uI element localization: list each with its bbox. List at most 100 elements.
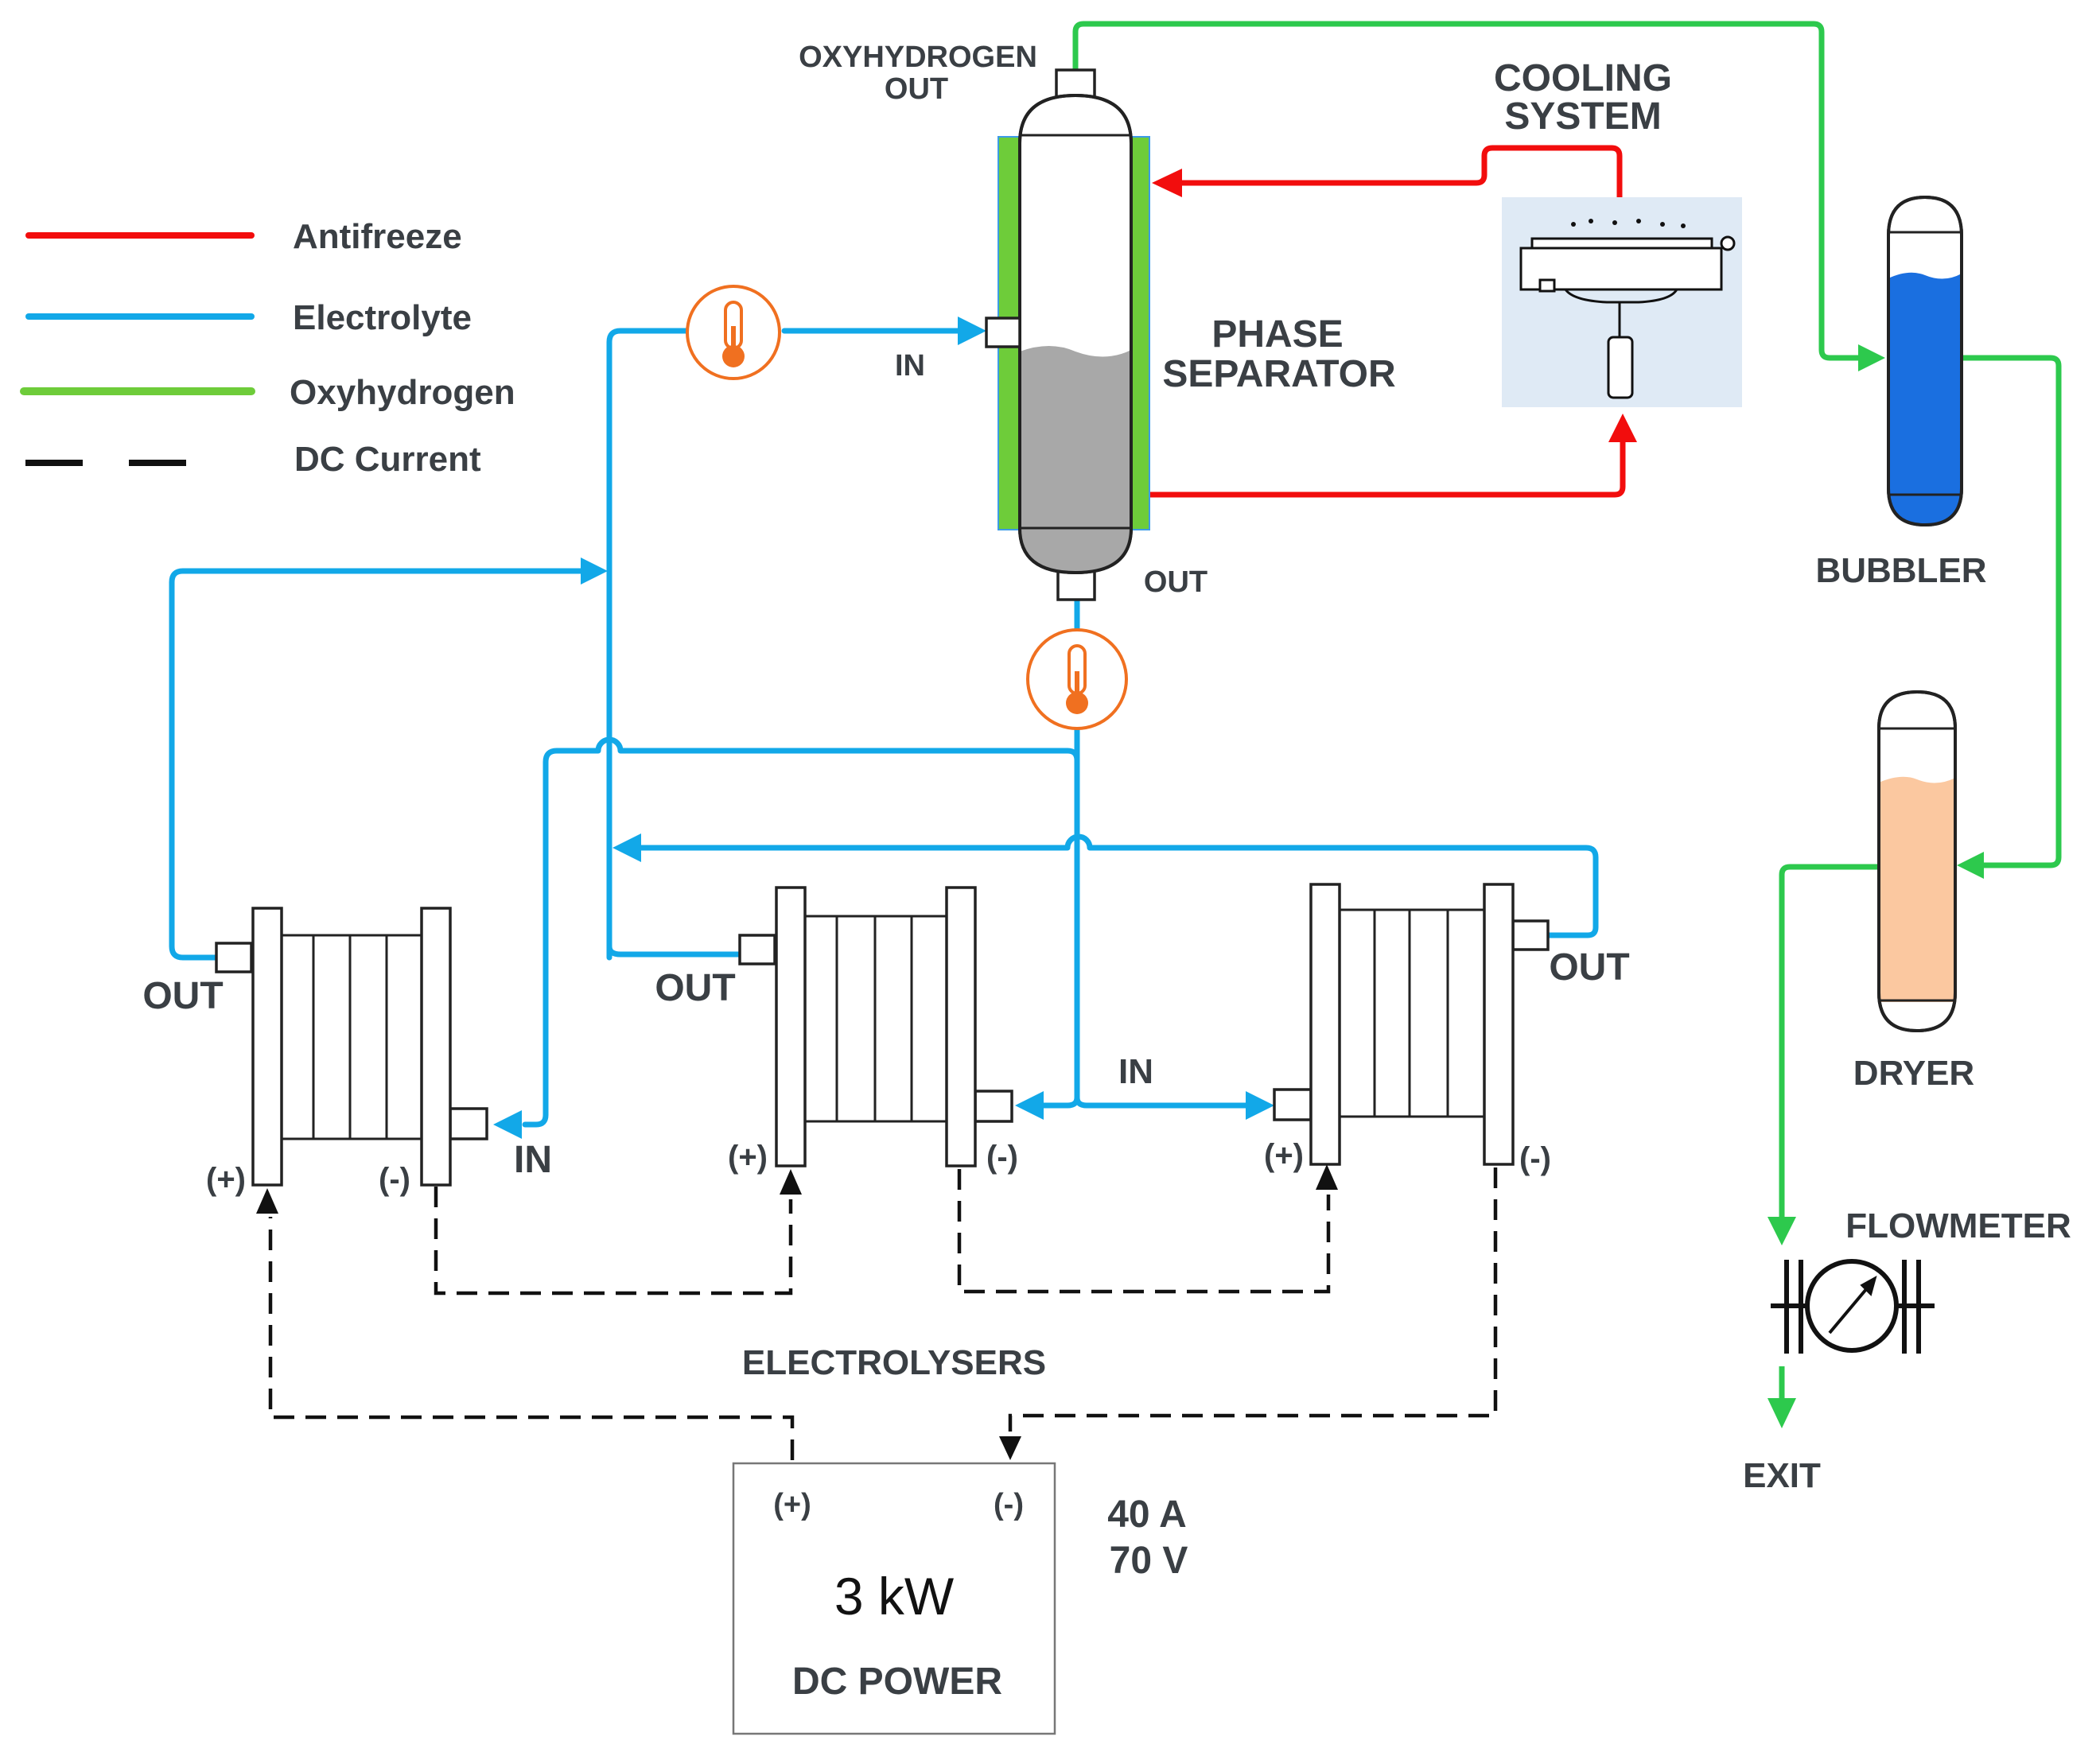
el1-cathode-plate xyxy=(420,907,452,1187)
antifreeze-separator-arrow xyxy=(1152,169,1182,197)
cooling-system xyxy=(1502,197,1742,407)
power-rating-label: 3 kW xyxy=(834,1567,955,1626)
thermometer-top xyxy=(686,285,781,380)
electrolyte-feed-arrow xyxy=(958,317,986,345)
supply-plus-label: (+) xyxy=(773,1488,811,1521)
el1-in-label: IN xyxy=(514,1139,552,1181)
electrolyte-lines xyxy=(169,317,1599,1139)
electrolyte-main-riser xyxy=(606,328,689,961)
electrolyte-el1-in-arrow xyxy=(493,1110,522,1139)
el2-minus-label: (-) xyxy=(986,1140,1018,1175)
dc-el2-plus-arrow xyxy=(780,1169,802,1195)
thermometer-bulb xyxy=(1066,692,1088,714)
cooling-fan-dots xyxy=(1571,219,1686,228)
phase-separator xyxy=(985,68,1150,601)
antifreeze-return-line xyxy=(1182,145,1623,199)
dc-power-label: DC POWER xyxy=(792,1661,1002,1703)
el3-out-port xyxy=(1511,919,1550,951)
electrolyte-el2-in-line xyxy=(1040,1094,1080,1109)
el1-stack xyxy=(280,934,423,1140)
el2-out-port xyxy=(738,934,776,965)
el3-plus-label: (+) xyxy=(1264,1138,1304,1173)
electrolyte-el3-out-line xyxy=(638,833,1599,938)
thermometer-bulb xyxy=(722,345,745,367)
antifreeze-lines xyxy=(1150,145,1637,498)
dc-supply-minus-arrow xyxy=(999,1436,1021,1460)
electrolyte-el3-in-arrow xyxy=(1246,1091,1274,1120)
legend: Antifreeze Electrolyte Oxyhydrogen DC Cu… xyxy=(20,217,515,479)
legend-antifreeze-label: Antifreeze xyxy=(293,217,462,256)
oxy-dryer-arrow xyxy=(1957,852,1984,879)
flowmeter-gauge-icon xyxy=(1771,1259,1935,1354)
el1-minus-label: (-) xyxy=(379,1162,410,1197)
bubbler-outline xyxy=(1887,195,1963,527)
electrolyser-3 xyxy=(1273,883,1550,1166)
electrolyte-el1-out-line xyxy=(169,568,585,961)
cooling-fan-icon xyxy=(1519,235,1736,399)
phase-separator-label-2: SEPARATOR xyxy=(1162,353,1395,395)
voltage-rating-label: 70 V xyxy=(1110,1540,1188,1582)
electrolyte-el3-in-line xyxy=(1074,1094,1249,1109)
electrolyser-2 xyxy=(738,886,1013,1167)
electrolyte-el3-out-arrow xyxy=(612,833,641,862)
separator-in-label: IN xyxy=(895,349,925,383)
el1-out-port xyxy=(215,942,253,973)
dc-el2-el3-link xyxy=(957,1169,1331,1294)
electrolyte-el2-out-line xyxy=(606,943,741,958)
oxy-to-dryer-line xyxy=(1963,355,2062,868)
electrolyser-1 xyxy=(215,907,488,1187)
el2-plus-label: (+) xyxy=(728,1140,768,1175)
supply-minus-label: (-) xyxy=(994,1488,1024,1521)
dc-el1-plus-arrow xyxy=(256,1188,278,1214)
oxyhydrogen-lines xyxy=(1072,21,2062,1428)
dc-el3-plus-arrow xyxy=(1316,1164,1338,1190)
oxy-flowmeter-arrow xyxy=(1768,1217,1796,1245)
oxyhydrogen-out-label-2: OUT xyxy=(885,72,948,106)
el3-minus-label: (-) xyxy=(1519,1141,1551,1176)
separator-bottom-nozzle xyxy=(1056,569,1096,601)
flowmeter-label: FLOWMETER xyxy=(1845,1206,2071,1245)
electrolyte-el1-in-line xyxy=(522,736,1080,1128)
antifreeze-to-cooling-line xyxy=(1150,442,1626,498)
el1-out-label: OUT xyxy=(142,975,223,1017)
dc-el1-el2-link xyxy=(434,1187,793,1296)
el3-in-port xyxy=(1273,1088,1312,1121)
separator-liquid xyxy=(1020,346,1131,573)
dc-supply-plus-line xyxy=(268,1217,795,1460)
el2-anode-plate xyxy=(775,886,807,1167)
thermometer-bottom xyxy=(1026,628,1128,730)
oxy-dryer-out-line xyxy=(1779,864,1879,1217)
el3-cathode-plate xyxy=(1483,883,1515,1166)
oxyhydrogen-out-label: OXYHYDROGEN xyxy=(799,41,1037,74)
oxy-bubbler-arrow xyxy=(1858,344,1885,371)
el1-in-port xyxy=(449,1107,488,1140)
bubbler xyxy=(1887,195,1963,527)
dc-power-supply xyxy=(732,1462,1056,1735)
el2-in-port xyxy=(974,1090,1013,1123)
electrolyte-el1-out-arrow xyxy=(581,557,608,585)
dc-supply-minus-line xyxy=(1008,1167,1498,1432)
legend-dc-current-label: DC Current xyxy=(294,440,481,479)
electrolysers-label: ELECTROLYSERS xyxy=(742,1343,1046,1382)
el3-out-label: OUT xyxy=(1549,946,1629,989)
legend-electrolyte-label: Electrolyte xyxy=(293,298,472,337)
el1-plus-label: (+) xyxy=(206,1162,246,1197)
phase-separator-label: PHASE xyxy=(1211,313,1343,355)
antifreeze-cooling-arrow xyxy=(1608,414,1637,442)
dc-current-lines xyxy=(256,1164,1498,1460)
dryer-label: DRYER xyxy=(1853,1054,1974,1093)
exit-label: EXIT xyxy=(1743,1456,1821,1495)
el2-out-label: OUT xyxy=(655,967,735,1009)
bubbler-label: BUBBLER xyxy=(1815,551,1986,590)
oxy-exit-arrow xyxy=(1768,1398,1796,1428)
bubbler-liquid xyxy=(1888,272,1962,525)
el1-anode-plate xyxy=(251,907,283,1187)
dryer xyxy=(1877,690,1957,1033)
legend-oxyhydrogen-label: Oxyhydrogen xyxy=(290,373,515,412)
dryer-outline xyxy=(1877,690,1957,1033)
el2-el3-in-label: IN xyxy=(1118,1052,1153,1091)
dryer-fill xyxy=(1879,776,1955,1002)
current-rating-label: 40 A xyxy=(1107,1494,1187,1536)
separator-inlet-nozzle xyxy=(985,317,1021,348)
